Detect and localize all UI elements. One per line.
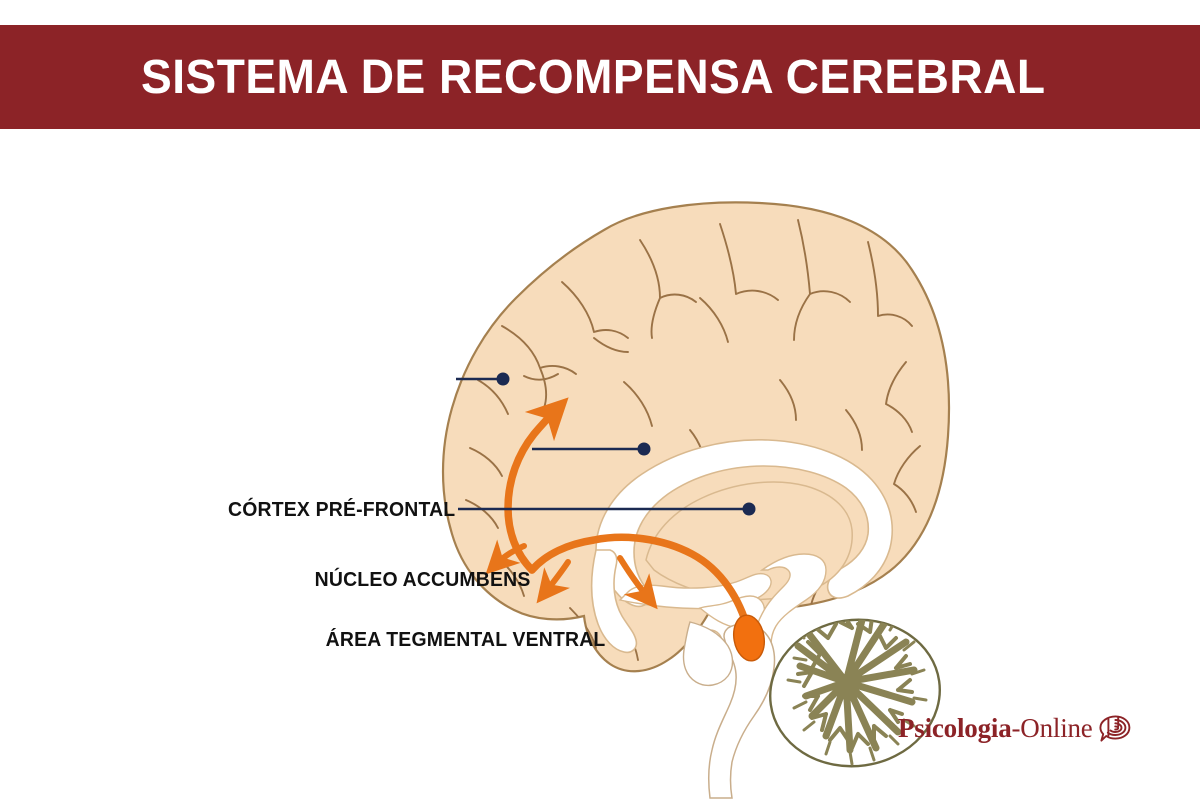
logo-wordmark: Psicologia-Online (898, 713, 1093, 744)
endpoint-dot-vta (742, 502, 756, 516)
brainstem-shape (682, 621, 776, 799)
brain-diagram: CÓRTEX PRÉ-FRONTAL NÚCLEO ACCUMBENS ÁREA… (0, 130, 1200, 800)
vta-nucleus (732, 614, 766, 662)
label-area-tegmental-ventral: ÁREA TEGMENTAL VENTRAL (325, 629, 605, 651)
endpoint-dot-nucleus (637, 442, 651, 456)
logo-brand-bold: Psicologia (898, 712, 1012, 743)
callout-leader-lines (456, 377, 748, 511)
brain-spiral-icon (1099, 715, 1130, 742)
cerebellum-shape (769, 608, 941, 768)
label-cortex-prefrontal: CÓRTEX PRÉ-FRONTAL (227, 499, 455, 521)
endpoint-dot-cortex (496, 372, 510, 386)
site-logo[interactable]: Psicologia-Online (898, 712, 1132, 744)
dopamine-pathway (485, 397, 752, 634)
callout-endpoint-dots (496, 372, 756, 516)
label-nucleo-accumbens: NÚCLEO ACCUMBENS (314, 569, 530, 591)
logo-brand-light: -Online (1011, 712, 1093, 743)
page-title: SISTEMA DE RECOMPENSA CEREBRAL (141, 50, 1046, 104)
header-banner: SISTEMA DE RECOMPENSA CEREBRAL (0, 25, 1200, 129)
brain-illustration (441, 201, 951, 799)
